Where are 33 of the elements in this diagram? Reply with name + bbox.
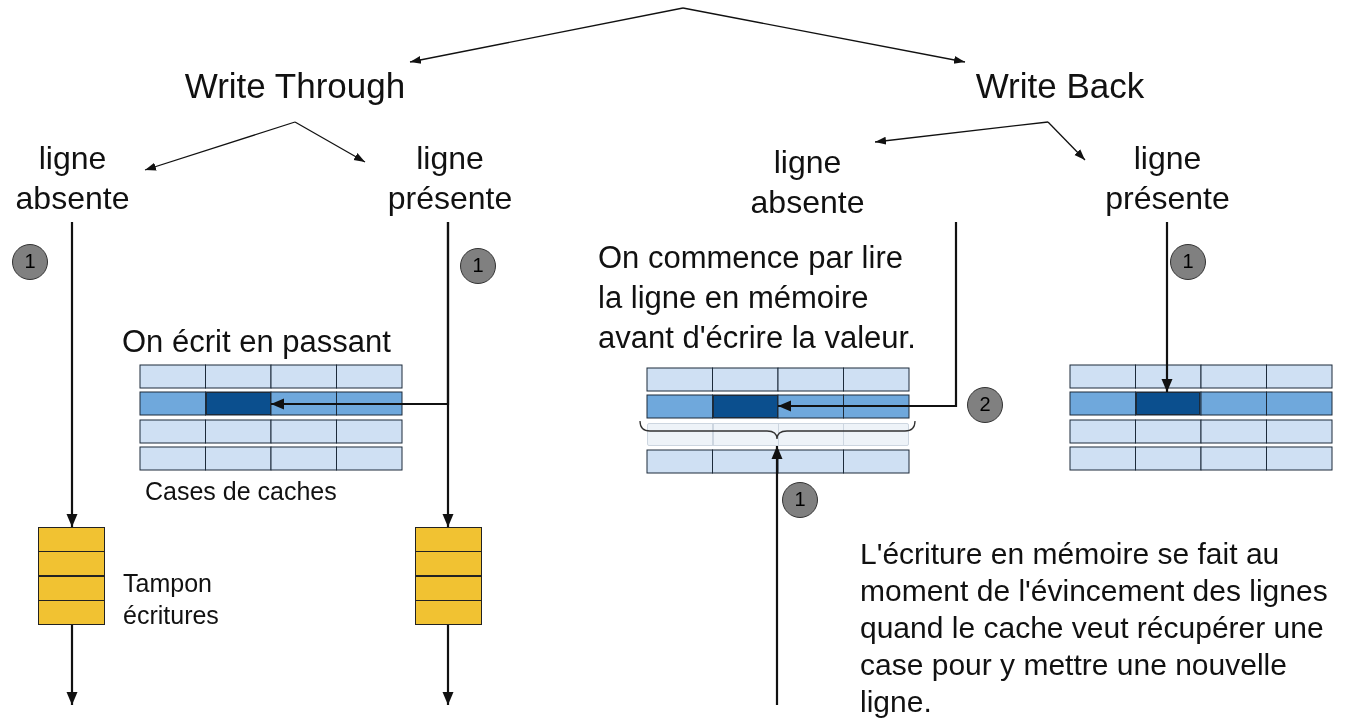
arrow <box>682 7 966 64</box>
branch-label: ligne absente <box>749 143 866 222</box>
branch-label: ligne présente <box>386 139 514 218</box>
highlighted-cell <box>1136 392 1200 415</box>
arrow <box>66 222 78 527</box>
arrow <box>874 121 1049 145</box>
arrow <box>409 7 684 64</box>
arrow <box>442 625 454 705</box>
arrow <box>271 222 450 410</box>
branch-label: ligne absente <box>14 139 131 218</box>
branch-label: Write Back <box>974 65 1146 107</box>
arrow <box>778 222 958 412</box>
arrow <box>66 625 78 705</box>
branch-label: Write Through <box>183 65 407 107</box>
callout-number: 1 <box>12 244 48 280</box>
callout-number: 1 <box>782 482 818 518</box>
loading-row <box>647 423 909 446</box>
arrow <box>294 121 366 163</box>
note-text: L'écriture en mémoire se fait au moment de l'évincement des lignes quand le cache veut récupérer une case pour y mettre une nouvelle ligne. <box>860 536 1329 720</box>
note-text: On commence par lire la ligne en mémoire avant d'écrire la valeur. <box>598 239 917 357</box>
caption-text: Tampon écritures <box>123 568 220 631</box>
highlighted-cell <box>713 395 778 418</box>
callout-number: 1 <box>460 248 496 284</box>
callout-number: 2 <box>967 387 1003 423</box>
arrow <box>1047 121 1086 161</box>
highlighted-cell <box>206 392 271 415</box>
arrow <box>1161 222 1173 392</box>
note-text: On écrit en passant <box>122 323 392 361</box>
arrow <box>144 121 296 171</box>
callout-number: 1 <box>1170 244 1206 280</box>
arrow <box>771 446 783 705</box>
branch-label: ligne présente <box>1104 139 1231 218</box>
caption-text: Cases de caches <box>145 476 338 507</box>
